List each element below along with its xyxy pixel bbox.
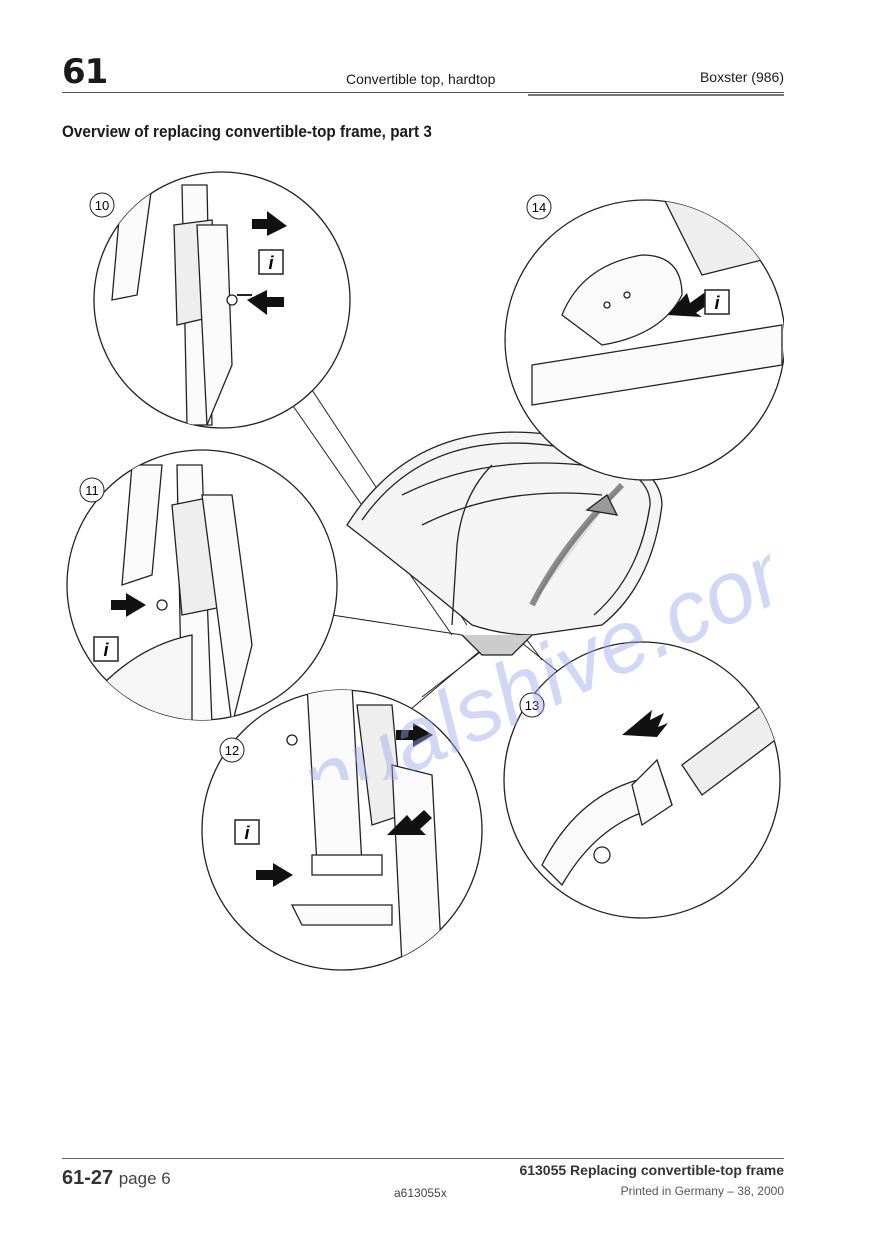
detail-13: 13 <box>503 641 781 919</box>
footer-rule <box>62 1158 784 1159</box>
info-icon-12: i <box>244 823 250 843</box>
detail-11: i 11 <box>66 449 338 721</box>
callout-14: 14 <box>532 200 546 215</box>
callout-13: 13 <box>525 698 539 713</box>
header-rule <box>62 92 784 93</box>
info-icon-14: i <box>714 293 720 313</box>
detail-10: i 10 <box>89 171 351 429</box>
figure-reference: a613055x <box>394 1186 447 1200</box>
callout-11: 11 <box>85 483 99 498</box>
info-icon-10: i <box>268 253 274 273</box>
footer-doc-title: 613055 Replacing convertible-top frame <box>519 1162 784 1178</box>
footer-page: 61-27 page 6 <box>62 1167 171 1190</box>
header-model: Boxster (986) <box>699 69 784 85</box>
callout-10: 10 <box>95 198 109 213</box>
footer-page-number: 61-27 <box>62 1167 114 1189</box>
footer-printed: Printed in Germany – 38, 2000 <box>620 1184 784 1198</box>
detail-12: i 12 <box>201 689 483 971</box>
info-icon-11: i <box>103 640 109 660</box>
page-title: Overview of replacing convertible-top fr… <box>62 122 432 141</box>
exploded-diagram: i 10 i 11 <box>66 171 784 971</box>
footer-page-suffix: page 6 <box>118 1169 171 1188</box>
detail-14: i 14 <box>504 194 784 481</box>
header-chapter-number: 61 <box>62 52 108 92</box>
header-section: Convertible top, hardtop <box>346 71 496 87</box>
header-rule-accent <box>528 94 784 96</box>
callout-12: 12 <box>225 743 239 758</box>
central-frame-drawing <box>346 431 663 656</box>
